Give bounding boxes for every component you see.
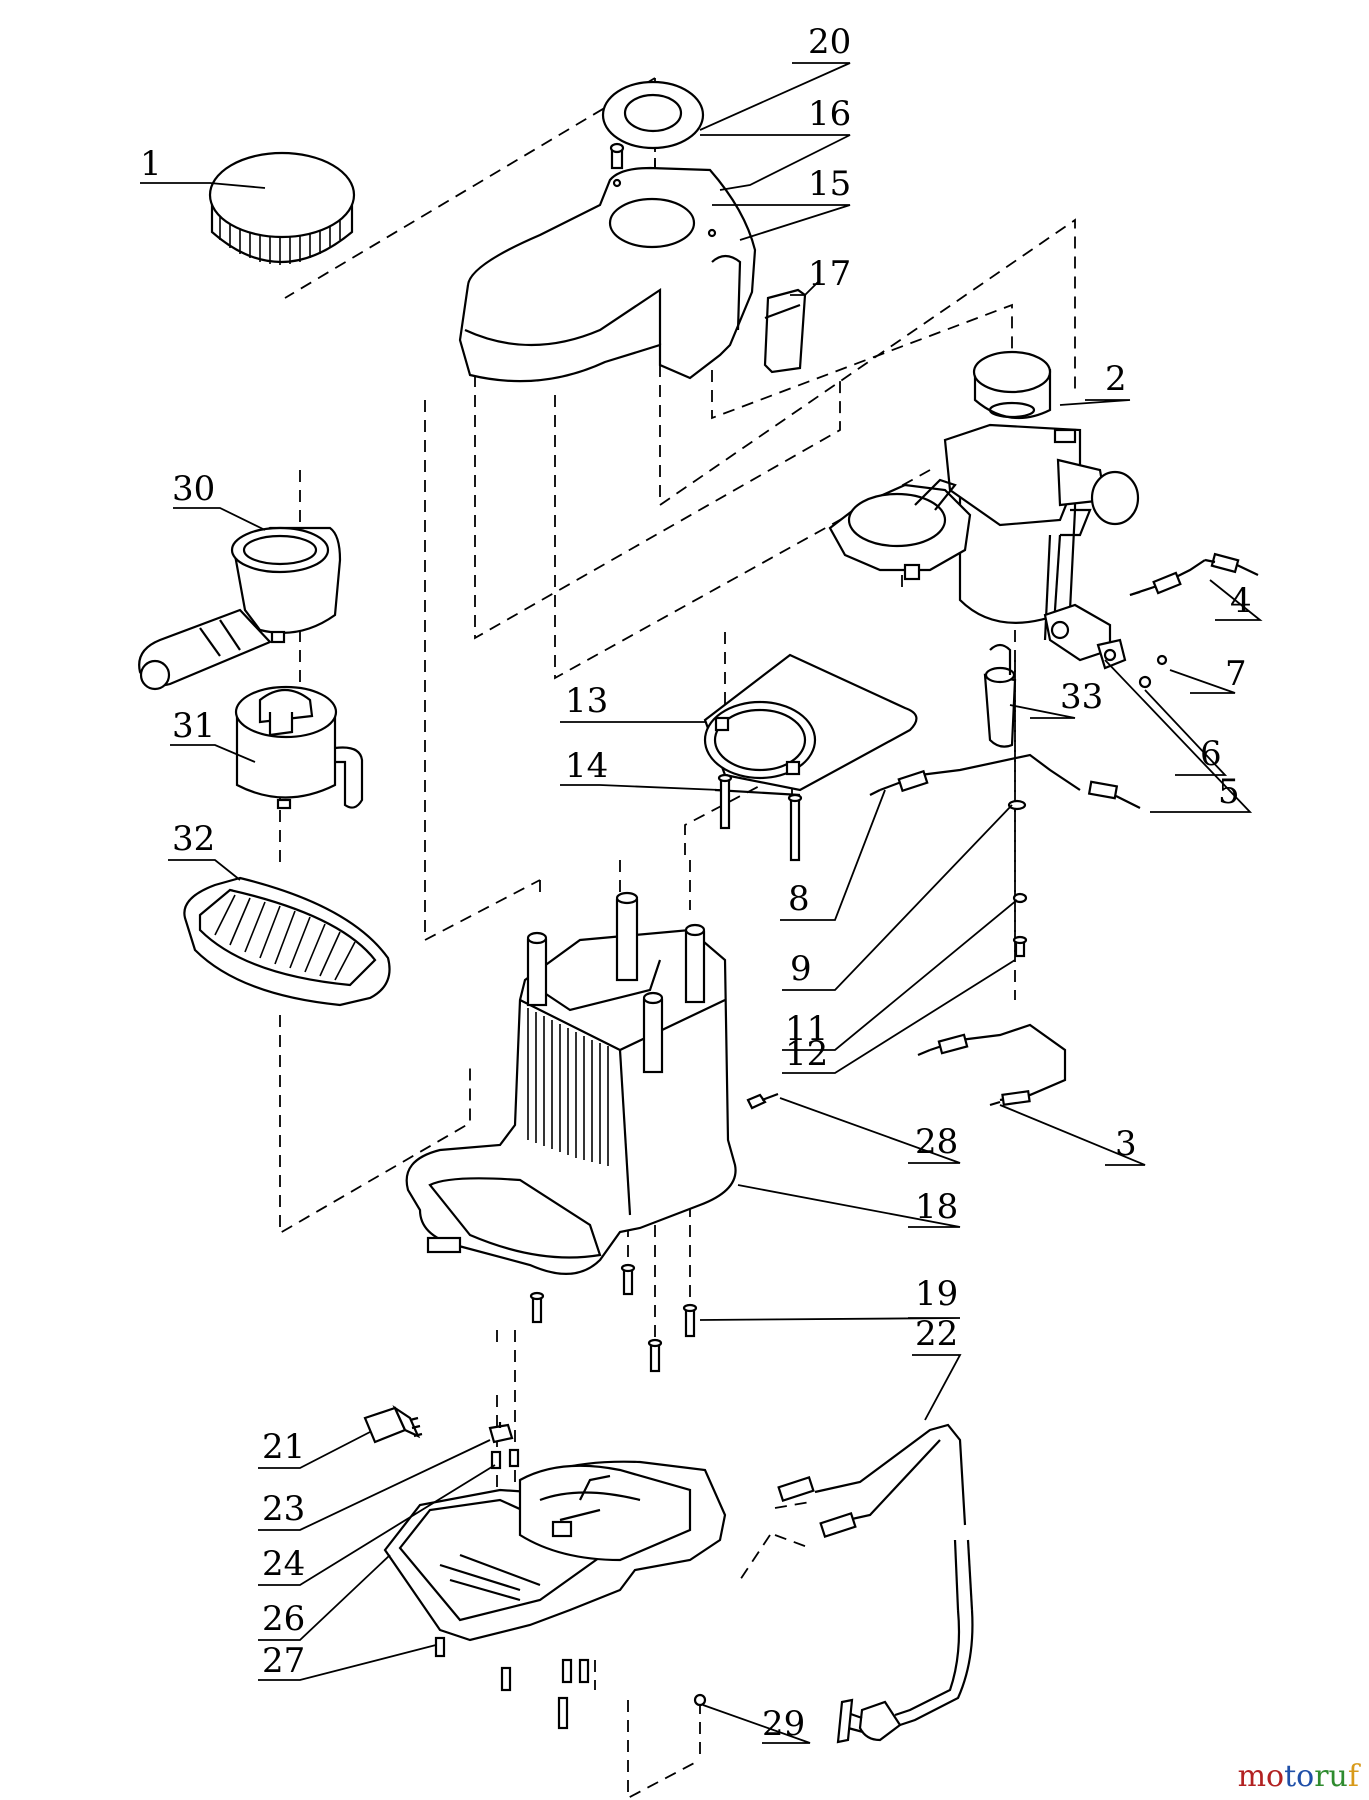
part-22-power-cord (777, 1423, 974, 1744)
label-29: 29 (762, 1704, 805, 1744)
label-9: 9 (790, 949, 812, 989)
label-18: 18 (915, 1187, 958, 1227)
label-14: 14 (565, 746, 608, 786)
part-12-screw (1012, 935, 1028, 958)
part-28-screw (746, 1092, 779, 1110)
part-5-thermostat (1043, 603, 1127, 670)
part-6-screw (1138, 675, 1152, 689)
label-23: 23 (262, 1489, 305, 1529)
part-8-wire (869, 753, 1141, 809)
label-16: 16 (808, 94, 851, 134)
part-18-main-housing (405, 891, 737, 1275)
label-13: 13 (565, 681, 608, 721)
part-17-clip (763, 288, 807, 374)
part-14-screws (717, 773, 803, 862)
part-19-screws (529, 1263, 698, 1373)
part-29-screw (693, 1693, 707, 1707)
part-21-switch (363, 1404, 423, 1444)
part-9-washer (1007, 799, 1027, 811)
watermark-part-2: to (1284, 1759, 1315, 1794)
label-26: 26 (262, 1599, 305, 1639)
label-22: 22 (915, 1314, 958, 1354)
label-32: 32 (172, 819, 215, 859)
label-8: 8 (788, 879, 810, 919)
part-15-top-cover (458, 166, 757, 383)
label-11: 11 (785, 1009, 828, 1049)
watermark-part-3: ru (1314, 1759, 1348, 1794)
label-1: 1 (140, 144, 162, 184)
label-15: 15 (808, 164, 851, 204)
part-number-labels: 1 2 3 4 5 6 7 8 9 11 12 13 14 15 16 17 1… (140, 22, 1252, 1744)
part-20-gasket (601, 80, 705, 150)
label-2: 2 (1105, 359, 1127, 399)
label-21: 21 (262, 1427, 305, 1467)
part-1-tank-lid (208, 151, 356, 265)
label-19: 19 (915, 1274, 958, 1314)
label-31: 31 (172, 706, 215, 746)
label-12: 12 (785, 1034, 828, 1074)
part-26-base-plate (383, 1460, 727, 1642)
label-27: 27 (262, 1641, 305, 1681)
label-4: 4 (1230, 581, 1252, 621)
part-27-screws (434, 1636, 590, 1730)
label-6: 6 (1200, 734, 1222, 774)
part-23-clamp (488, 1422, 514, 1444)
part-4-wire (1129, 552, 1259, 597)
leader-lines (140, 62, 1263, 1744)
part-7-screw (1156, 654, 1168, 666)
label-17: 17 (808, 254, 851, 294)
part-32-drip-grille (183, 876, 391, 1007)
part-24-screws (490, 1448, 520, 1470)
part-2-boiler-assembly (828, 350, 1140, 641)
label-30: 30 (172, 469, 215, 509)
label-7: 7 (1225, 654, 1247, 694)
watermark-part-1: mo (1237, 1759, 1285, 1794)
part-30-filter-holder (138, 526, 342, 691)
part-13-bracket (703, 653, 918, 797)
label-20: 20 (808, 22, 851, 62)
label-28: 28 (915, 1122, 958, 1162)
label-33: 33 (1060, 677, 1103, 717)
label-24: 24 (262, 1544, 305, 1584)
part-33-steam-tip (983, 643, 1017, 748)
watermark-part-4: f (1347, 1759, 1359, 1794)
part-31-carafe (234, 685, 364, 810)
part-3-wire (917, 1023, 1067, 1107)
label-3: 3 (1115, 1124, 1137, 1164)
watermark-logo: motoruf (1238, 1759, 1359, 1794)
label-5: 5 (1218, 772, 1240, 812)
